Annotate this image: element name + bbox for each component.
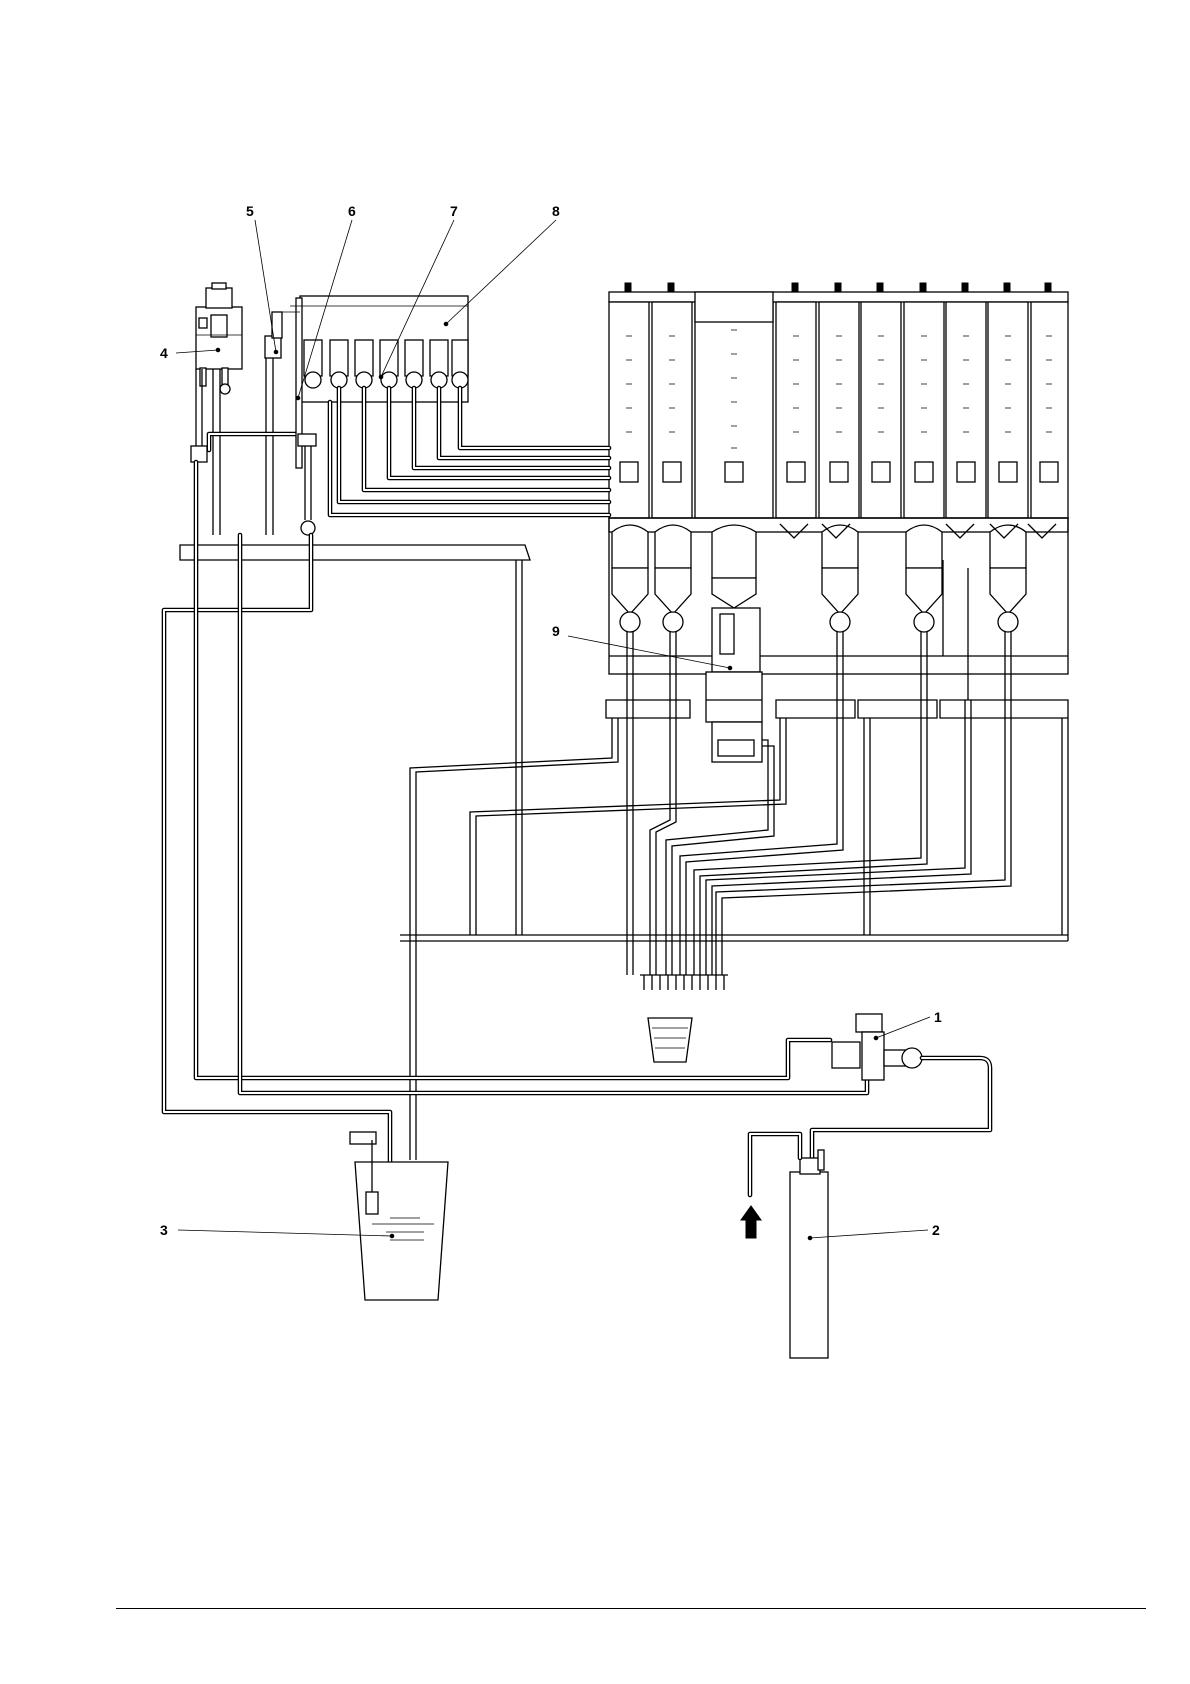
counter-shelf — [180, 545, 530, 560]
inlet-valve — [812, 1014, 990, 1160]
cup — [648, 1018, 692, 1062]
boiler-unit — [196, 283, 242, 535]
callout-8: 8 — [552, 203, 560, 219]
water-filter — [741, 1134, 828, 1358]
waste-bucket — [350, 1132, 448, 1300]
callout-9: 9 — [552, 623, 560, 639]
callout-2: 2 — [932, 1222, 940, 1238]
callout-1: 1 — [934, 1009, 942, 1025]
brewer-unit — [706, 608, 762, 762]
dispensing-nozzles — [640, 975, 728, 990]
callout-6: 6 — [348, 203, 356, 219]
footer-rule — [116, 1608, 1146, 1609]
callout-5: 5 — [246, 203, 254, 219]
boiler-drain-tubes — [191, 344, 300, 535]
callout-4: 4 — [160, 345, 168, 361]
callout-7: 7 — [450, 203, 458, 219]
ingredient-canisters — [609, 283, 1068, 700]
callout-3: 3 — [160, 1222, 168, 1238]
water-lines — [330, 388, 609, 515]
